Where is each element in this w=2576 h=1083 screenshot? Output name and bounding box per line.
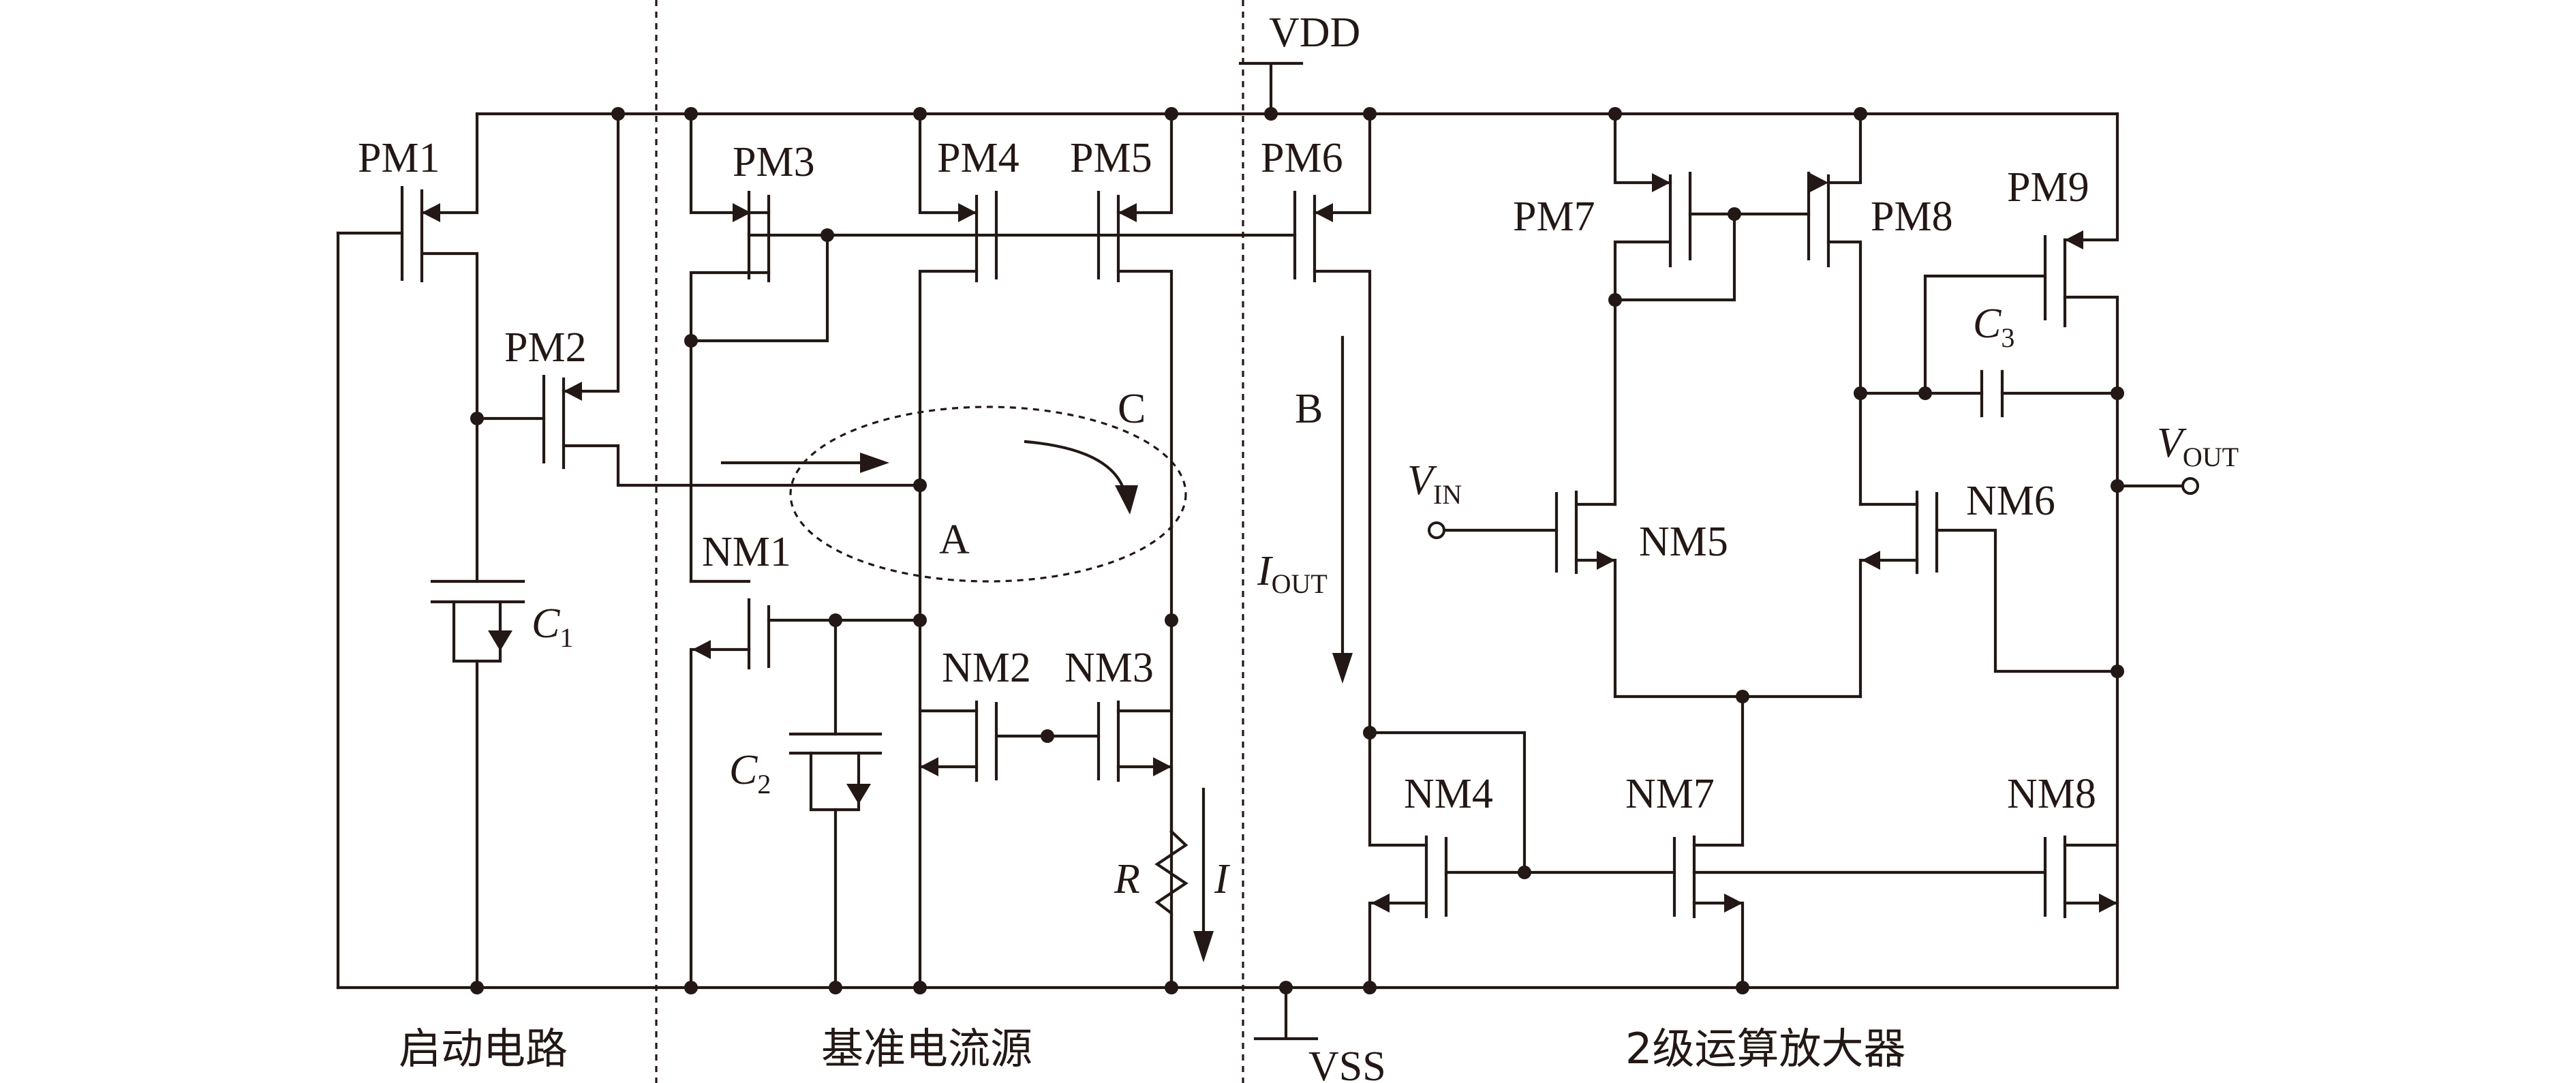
- label-nm2: NM2: [942, 645, 1031, 691]
- label-c3: C3: [1973, 301, 2014, 353]
- label-nm7: NM7: [1625, 771, 1715, 817]
- label-vss: VSS: [1308, 1043, 1386, 1083]
- transistor-nm6: [1858, 490, 2119, 699]
- transistor-pm6: [1293, 112, 1372, 735]
- arrow-i: [1193, 787, 1214, 962]
- vout-terminal[interactable]: [2181, 477, 2199, 495]
- arrow-into-node-a: [720, 453, 889, 473]
- label-pm4: PM4: [937, 135, 1019, 181]
- label-node-b: B: [1295, 386, 1323, 432]
- transistor-pm9: [1923, 112, 2119, 990]
- label-pm3: PM3: [733, 139, 815, 185]
- transistor-pm7: [1613, 112, 1692, 506]
- label-nm5: NM5: [1639, 519, 1728, 565]
- label-c2: C2: [729, 747, 771, 799]
- label-nm1: NM1: [702, 529, 791, 575]
- label-vin: VIN: [1407, 457, 1462, 510]
- transistor-pm5: [1097, 112, 1174, 990]
- label-nm6: NM6: [1966, 478, 2055, 524]
- label-pm7: PM7: [1513, 194, 1595, 240]
- transistor-nm7: [1672, 835, 2047, 990]
- resistor-r: [1154, 829, 1189, 990]
- section-label-opamp: 2级运算放大器: [1625, 1024, 1905, 1073]
- transistor-nm1: [689, 579, 922, 990]
- label-pm9: PM9: [2007, 164, 2089, 211]
- transistor-pm2: [475, 112, 922, 487]
- label-node-c: C: [1118, 386, 1146, 432]
- transistor-nm2: [918, 700, 998, 782]
- vss-symbol: [1253, 986, 1319, 1041]
- vin-terminal[interactable]: [1428, 521, 1445, 539]
- transistor-nm3: [1097, 618, 1174, 834]
- label-vdd: VDD: [1269, 10, 1360, 56]
- transistor-pm4: [918, 112, 998, 990]
- capacitor-c2: [788, 618, 883, 990]
- label-nm8: NM8: [2007, 771, 2096, 817]
- label-nm4: NM4: [1404, 771, 1493, 817]
- section-label-reference: 基准电流源: [821, 1024, 1032, 1073]
- label-i: I: [1214, 856, 1231, 902]
- label-vout: VOUT: [2157, 420, 2239, 472]
- label-pm1: PM1: [358, 135, 440, 181]
- section-label-startup: 启动电路: [399, 1024, 568, 1073]
- transistor-pm8: [1807, 112, 1862, 506]
- label-pm8: PM8: [1871, 194, 1953, 240]
- label-c1: C1: [532, 600, 573, 653]
- label-pm6: PM6: [1261, 135, 1343, 181]
- arrow-loop-c: [1024, 440, 1138, 515]
- label-pm5: PM5: [1070, 135, 1152, 181]
- transistor-nm4: [1368, 731, 1676, 990]
- junction-dots: [470, 107, 2124, 994]
- label-r: R: [1114, 856, 1140, 902]
- label-node-a: A: [939, 517, 970, 563]
- vdd-symbol: [1238, 61, 1304, 116]
- transistor-nm8: [2043, 835, 2119, 919]
- capacitor-c3: [1858, 369, 2119, 418]
- label-iout: IOUT: [1257, 548, 1328, 599]
- loop-ellipse: [789, 406, 1187, 583]
- arrow-iout: [1332, 335, 1353, 684]
- capacitor-c1: [430, 416, 525, 990]
- transistor-pm3: [689, 112, 1297, 583]
- wire-pm7-diode: [1613, 212, 1736, 302]
- transistor-pm1: [336, 112, 479, 421]
- transistor-nm5: [1441, 490, 1617, 699]
- label-nm3: NM3: [1064, 645, 1154, 691]
- label-pm2: PM2: [504, 324, 587, 371]
